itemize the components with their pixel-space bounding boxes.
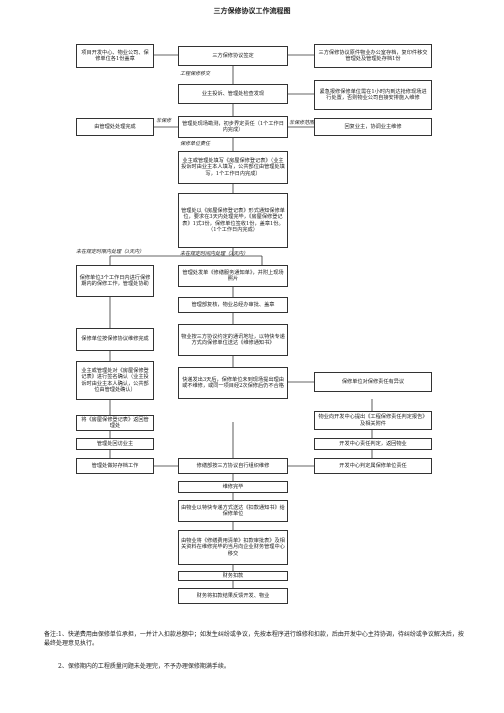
node-follow-up: 管理处回访业主 <box>76 438 154 450</box>
node-emergency-repair: 紧急报修保修单位需在1小时内到达抢修现场进行处置，否则物业公司自接安排施入维修 <box>314 80 432 110</box>
node-archive: 三方保修协议原件物业办公室存档，复印件移交管理处及管理处存档1份 <box>314 44 432 68</box>
label-non-warranty: 非保修 <box>156 118 172 124</box>
label-in-scope: 保修单位责任 <box>180 141 211 147</box>
node-repair-done: 维修完毕 <box>178 481 288 493</box>
node-handled-by-office: 由管理处处理完成 <box>76 118 154 136</box>
node-notify-contractor: 管理处以《房屋保修登记表》形式通知保修单位，要求在3天内处理完毕，《房屋保修登记… <box>178 193 288 248</box>
node-issue-notice: 管理处发单《修缮服务通知单》，并附上现场照片 <box>178 265 288 287</box>
node-contractor-liable: 开发中心判定属保修单位责任 <box>314 458 432 474</box>
node-site-survey: 管理处现场勘测，初步界定责任（1个工作日内完成） <box>178 116 288 138</box>
note-2: 2、保修期内的工程质量问题未处理完，不予办理保修期满手续。 <box>58 663 230 670</box>
node-express-notice: 物业按三方协议约定的通讯地址，以特快专递方式向保修单位送达《维修通知书》 <box>178 324 288 356</box>
label-timely-left: 未在规定时限内处理（3天内） <box>76 249 145 255</box>
node-complaint: 业主投诉、管理处检查发现 <box>178 84 288 104</box>
node-deduction: 财务扣款 <box>178 571 288 581</box>
node-liability-report: 物业向开发中心提出《工程保修责任判定报告》及相关附件 <box>314 411 432 430</box>
node-dispute: 保修单位对保修责任有异议 <box>314 372 432 392</box>
node-copies-stamped: 项目开发中心、物业公司、保修单位各1份盖章 <box>76 44 154 68</box>
node-return-form: 将《房屋保修登记表》返回管理处 <box>76 415 154 431</box>
node-deduction-notice: 由物业以特快专递方式送达《扣款通知书》给保修单位 <box>178 500 288 522</box>
page-title: 三方保修协议工作流程图 <box>213 7 291 15</box>
node-archive-records: 管理处做好存档工作 <box>76 458 154 474</box>
node-self-repair: 修缮部按三方协议自行组织维修 <box>178 458 288 474</box>
node-owner-confirm: 业主或管理处对《房屋保修登记表》进行签名确认（业主投诉时由业主本人确认，公共部位… <box>76 361 154 400</box>
label-non-warranty-scope: 非保修范围 <box>289 120 315 126</box>
node-feedback: 财务将扣款结果反馈开发、物业 <box>178 588 288 604</box>
note-1: 备注:1、快递费用由保修单位承担，一并计入扣款总额中；如发生纠纷或争议，先按本程… <box>44 631 464 647</box>
node-fill-registration: 业主或管理处填写《房屋保修登记表》（业主投诉时由业主本人填写，公共部位由管理处填… <box>178 151 288 184</box>
node-review-approve: 管理部复核，物业总经办审批、盖章 <box>178 297 288 313</box>
node-finance-handover: 由物业将《修缮费用清单》扣款审批表》及相关资料在维修完毕的当月向企业财务管理中心… <box>178 530 288 565</box>
node-liability-decision: 开发中心责任判定，返回物业 <box>314 438 432 450</box>
node-agreement-signed: 三方保修协议签定 <box>178 46 288 66</box>
label-timely-right: 未在规定时间内处理（3天内） <box>180 251 249 257</box>
node-reply-owner: 回复业主，协调业主维修 <box>314 118 432 136</box>
node-repair-complete: 保修单位按保修协议维修完成 <box>76 328 154 351</box>
node-contractor-repairs: 保修单位3个工作日内进行保修期内的保修工作，管理处协助 <box>76 265 154 297</box>
node-no-show: 快递发出3天后，保修单位未到现场提出理由或不维修，或同一项目经2次保修后仍不合格 <box>178 367 288 399</box>
label-engineering-handover: 工程保修移交 <box>180 71 211 77</box>
